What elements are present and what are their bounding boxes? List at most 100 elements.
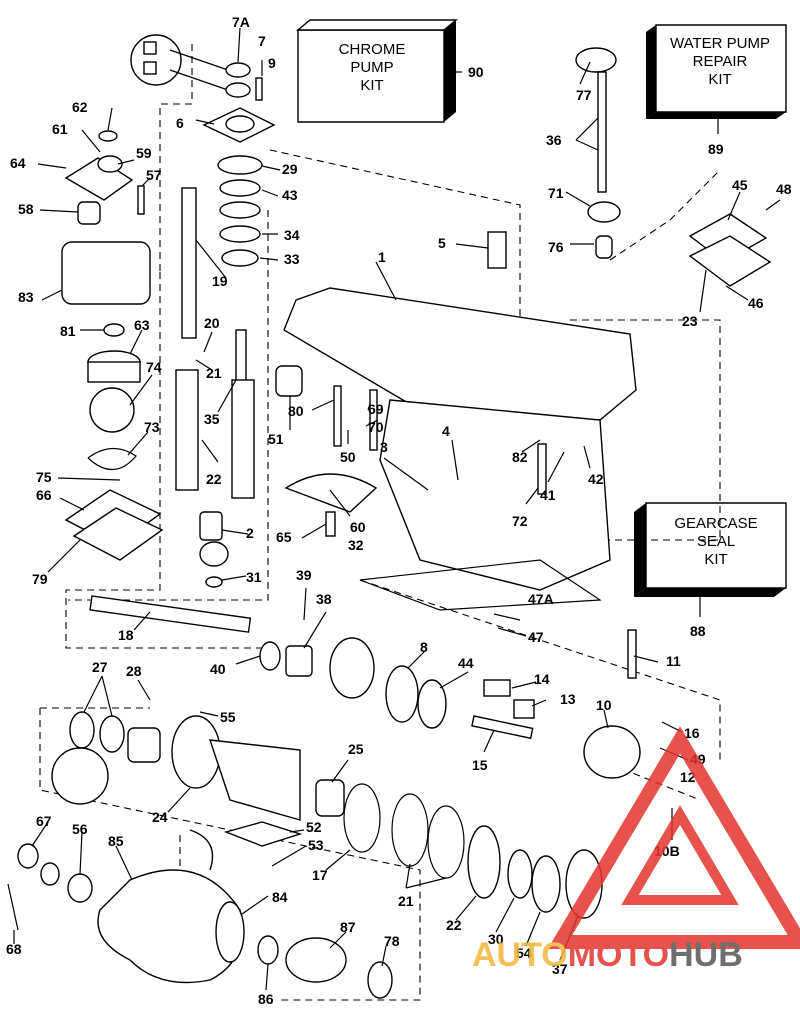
- part-30-washer: [507, 849, 533, 899]
- callout-22: 22: [446, 917, 462, 933]
- watermark-text-auto: AUTO: [472, 936, 568, 974]
- callout-33: 33: [284, 251, 300, 267]
- callout-45: 45: [732, 177, 748, 193]
- callout-10: 10: [596, 697, 612, 713]
- callout-37: 37: [552, 961, 568, 977]
- part-gear-forward: [329, 637, 375, 699]
- part-13-clip: [513, 699, 535, 719]
- part-57-screw: [137, 185, 145, 215]
- callout-29: 29: [282, 161, 298, 177]
- watermark-triangle-inner: [621, 805, 739, 905]
- part-65-screw: [325, 511, 336, 537]
- part-34-washer: [219, 225, 261, 243]
- callout-77: 77: [576, 87, 592, 103]
- part-73-seal: [87, 447, 137, 471]
- callout-17: 17: [312, 867, 328, 883]
- part-23-gasket: [688, 235, 772, 287]
- callout-8: 8: [420, 639, 428, 655]
- water-pump-kit-line-3: KIT: [708, 71, 731, 88]
- watermark-text-hub: HUB: [669, 936, 743, 974]
- callout-51: 51: [268, 431, 284, 447]
- callout-19: 19: [212, 273, 228, 289]
- assembly-dashed-lines: [39, 44, 721, 1001]
- callout-7: 7: [258, 33, 266, 49]
- part-6-housing: [202, 107, 276, 143]
- callout-56: 56: [72, 821, 88, 837]
- callout-42: 42: [588, 471, 604, 487]
- part-24-bearing-housing: [171, 715, 301, 821]
- callout-44: 44: [458, 655, 474, 671]
- callout-69: 69: [368, 401, 384, 417]
- callout-60: 60: [350, 519, 366, 535]
- water-pump-repair-kit-box: [646, 24, 787, 134]
- part-63-impeller-cup: [87, 350, 141, 383]
- watermark-text: AUTOMOTOHUB: [472, 936, 743, 974]
- part-5-screen: [487, 231, 507, 269]
- part-27-seals: [51, 711, 125, 805]
- callout-22: 22: [206, 471, 222, 487]
- callout-2: 2: [246, 525, 254, 541]
- kit-labels: CHROME PUMP KIT 90 WATER PUMP REPAIR KIT…: [339, 35, 770, 639]
- part-60-plate: [284, 473, 378, 513]
- part-56-spacer: [67, 873, 93, 903]
- callout-39: 39: [296, 567, 312, 583]
- callout-1: 1: [378, 249, 386, 265]
- callout-23: 23: [682, 313, 698, 329]
- water-pump-kit-number: 89: [708, 141, 724, 157]
- part-21-rings: [391, 793, 465, 879]
- gearcase-seal-kit-number: 88: [690, 623, 706, 639]
- part-2-bearing: [199, 511, 223, 541]
- callout-80: 80: [288, 403, 304, 419]
- chrome-pump-kit-number: 90: [468, 64, 484, 80]
- callout-20: 20: [204, 315, 220, 331]
- callout-24: 24: [152, 809, 168, 825]
- callout-54: 54: [516, 945, 532, 961]
- callout-35: 35: [204, 411, 220, 427]
- part-62-seal: [98, 130, 118, 142]
- callout-86: 86: [258, 991, 274, 1007]
- callout-48: 48: [776, 181, 792, 197]
- water-pump-kit-line-2: REPAIR: [693, 53, 748, 70]
- part-11-lever: [627, 629, 637, 679]
- watermark-triangle-outer: [547, 726, 800, 949]
- callout-36: 36: [546, 132, 562, 148]
- callout-25: 25: [348, 741, 364, 757]
- chrome-pump-kit-line-2: PUMP: [350, 59, 393, 76]
- part-14-clip: [483, 679, 511, 697]
- chrome-pump-kit-line-1: CHROME: [339, 41, 406, 58]
- watermark-text-moto: MOTO: [568, 936, 669, 974]
- callout-4: 4: [442, 423, 450, 439]
- part-72-screw: [537, 443, 547, 495]
- callout-31: 31: [246, 569, 262, 585]
- callout-78: 78: [384, 933, 400, 949]
- chrome-pump-kit-line-3: KIT: [360, 77, 383, 94]
- callout-74: 74: [146, 359, 162, 375]
- callout-87: 87: [340, 919, 356, 935]
- callout-16: 16: [684, 725, 700, 741]
- part-17-oring: [343, 783, 381, 853]
- part-nut: [40, 862, 60, 886]
- callout-68: 68: [6, 941, 22, 957]
- part-8-washer: [385, 665, 419, 723]
- part-bearing-cage: [127, 727, 161, 763]
- part-74-impeller: [89, 387, 135, 433]
- part-68-cotter-pin: [7, 883, 19, 931]
- watermark-logo: AUTOMOTOHUB: [472, 726, 800, 974]
- callout-18: 18: [118, 627, 134, 643]
- callout-62: 62: [72, 99, 88, 115]
- callout-57: 57: [146, 167, 162, 183]
- callout-27: 27: [92, 659, 108, 675]
- callout-14: 14: [534, 671, 550, 687]
- callout-76: 76: [548, 239, 564, 255]
- callout-81: 81: [60, 323, 76, 339]
- part-67-spline-washer: [17, 843, 39, 869]
- gearcase-seal-kit-box: [634, 502, 787, 617]
- callout-28: 28: [126, 663, 142, 679]
- callout-63: 63: [134, 317, 150, 333]
- part-81-ring: [103, 323, 125, 337]
- part-44-washer: [417, 679, 447, 729]
- callout-21: 21: [398, 893, 414, 909]
- callout-66: 66: [36, 487, 52, 503]
- part-7-seal: [225, 62, 251, 98]
